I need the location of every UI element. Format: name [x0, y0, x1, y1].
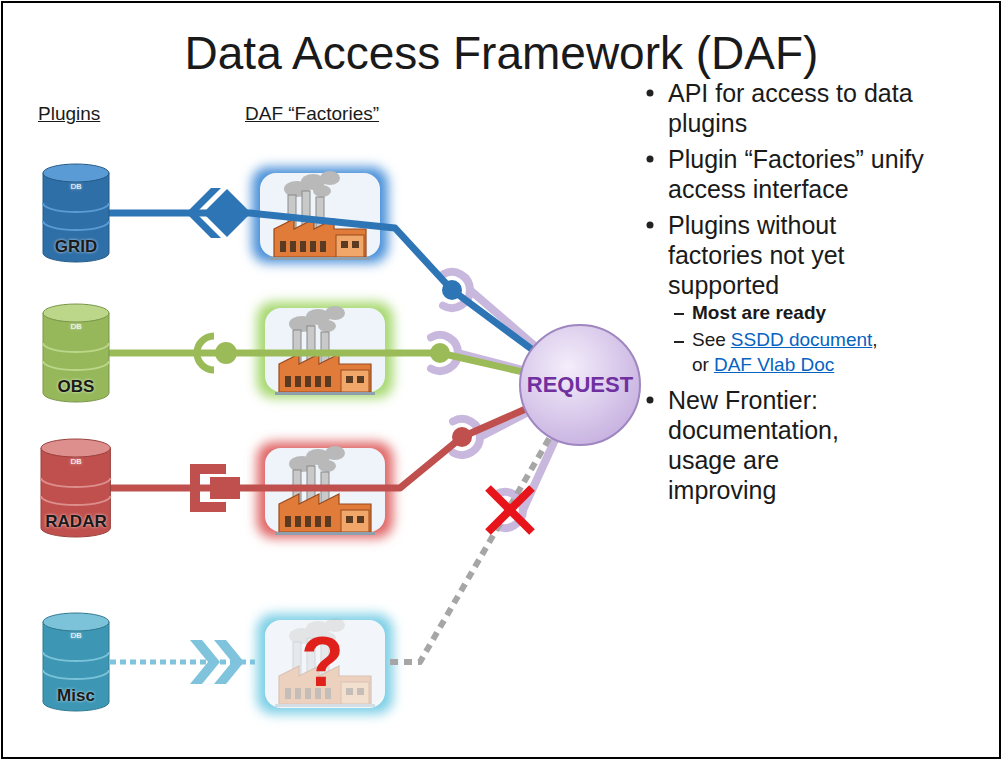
connector [112, 409, 525, 488]
sub-bullet-text: Most are ready [692, 302, 826, 324]
connector [110, 353, 522, 372]
bullet-text: Plugin “Factories” unify access interfac… [668, 144, 988, 204]
db-mark: DB [70, 632, 81, 641]
database-cylinder: DB OBS [42, 303, 110, 403]
plugin-name: GRID [55, 238, 98, 257]
connector [110, 660, 255, 665]
red-x [488, 488, 532, 532]
request-circle: REQUEST [518, 323, 642, 447]
plug-balls [430, 280, 472, 447]
column-heading: Plugins [38, 103, 100, 125]
db-mark: DB [70, 323, 81, 332]
plugin-name: Misc [57, 687, 95, 706]
bullet-text: New Frontier: documentation, usage are i… [668, 385, 888, 505]
missing-factory: ? [255, 607, 390, 717]
column-heading: DAF “Factories” [245, 103, 379, 125]
document-link: SSDD document [731, 329, 873, 351]
connector [390, 437, 550, 662]
slide-title: Data Access Framework (DAF) [0, 26, 1003, 80]
sub-bullet-text: or [692, 354, 709, 376]
database-cylinder: DB GRID [42, 163, 110, 263]
misc-factory [257, 614, 393, 714]
request-label: REQUEST [527, 373, 633, 397]
question-mark: ? [301, 624, 344, 701]
plugin-name: OBS [58, 378, 95, 397]
bullet-text: API for access to data plugins [668, 78, 988, 138]
document-link: DAF Vlab Doc [714, 354, 834, 376]
connector [110, 213, 532, 349]
database-cylinder: DB Misc [42, 612, 110, 712]
sub-bullet-text: , [872, 329, 877, 351]
db-mark: DB [70, 183, 81, 192]
bullet-text: Plugins without factories not yet suppor… [668, 210, 868, 300]
database-cylinder: DB RADAR [40, 438, 111, 538]
plugin-name: RADAR [45, 513, 106, 532]
sub-bullet-text: See [692, 329, 726, 351]
db-mark: DB [70, 458, 81, 467]
